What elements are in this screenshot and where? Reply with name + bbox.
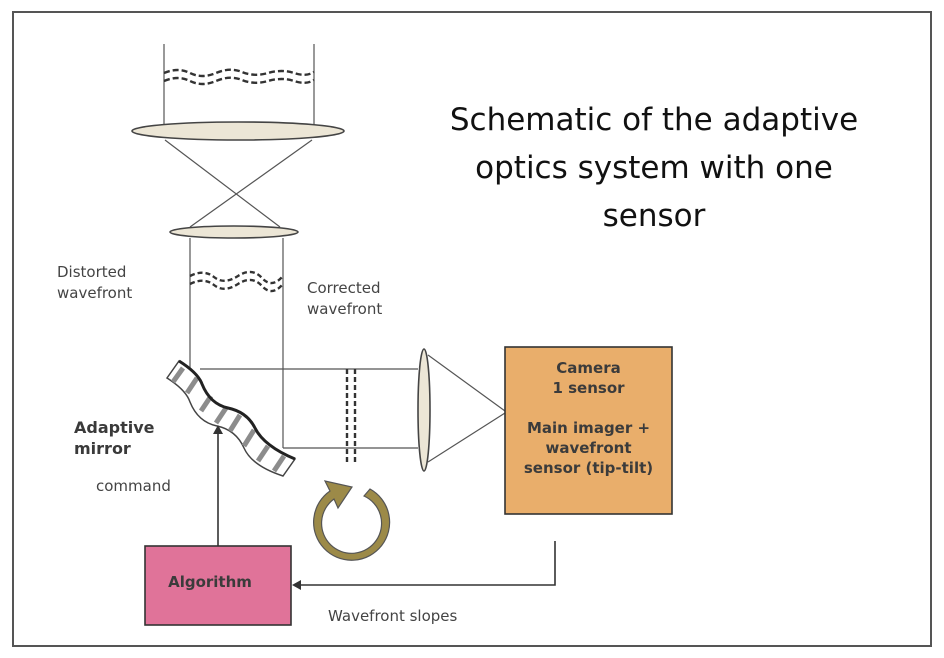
incoming-wavefront-symbol	[163, 68, 315, 86]
camera-box	[504, 346, 673, 515]
camera-line: Main imager +	[526, 419, 651, 437]
collimating-lens	[169, 225, 299, 239]
camera-line	[505, 398, 672, 418]
adaptive-mirror-label: Adaptive mirror	[74, 417, 155, 459]
camera-line: wavefront	[545, 439, 632, 457]
camera-line: 1 sensor	[552, 379, 625, 397]
camera-line: Camera	[556, 359, 621, 377]
loop-arrow-icon	[313, 480, 391, 561]
crossing-ray-a	[164, 139, 281, 228]
camera-box-text: Camera 1 sensor Main imager + wavefront …	[505, 358, 672, 478]
slopes-arrowhead	[292, 580, 301, 590]
converging-ray-bottom	[427, 412, 506, 463]
adaptive-mirror-icon	[165, 359, 297, 477]
title-line: optics system with one	[475, 150, 833, 186]
label-line: Distorted	[57, 263, 127, 281]
command-arrowhead	[213, 425, 223, 434]
diagram-title: Schematic of the adaptive optics system …	[415, 96, 893, 240]
label-line: wavefront	[57, 284, 133, 302]
crossing-ray-b	[189, 139, 313, 228]
camera-line: sensor (tip-tilt)	[523, 459, 654, 477]
focusing-lens	[417, 348, 431, 472]
label-line: mirror	[74, 439, 131, 458]
corrected-wavefront-symbol	[345, 369, 357, 464]
label-line: wavefront	[307, 300, 383, 318]
title-line: Schematic of the adaptive	[449, 102, 859, 138]
label-line: Corrected	[307, 279, 381, 297]
top-lens	[131, 121, 345, 141]
corrected-wavefront-label: Corrected wavefront	[307, 278, 382, 320]
label-line: Adaptive	[74, 418, 155, 437]
outer-frame	[12, 11, 932, 647]
converging-ray-top	[427, 354, 506, 412]
title-line: sensor	[602, 198, 706, 234]
slopes-arrow-line	[298, 541, 556, 586]
command-label: command	[96, 477, 171, 495]
wavefront-slopes-label: Wavefront slopes	[328, 607, 458, 625]
distorted-wavefront-label: Distorted wavefront	[57, 262, 132, 304]
distorted-wavefront-symbol	[189, 270, 284, 293]
algorithm-label: Algorithm	[168, 573, 252, 591]
